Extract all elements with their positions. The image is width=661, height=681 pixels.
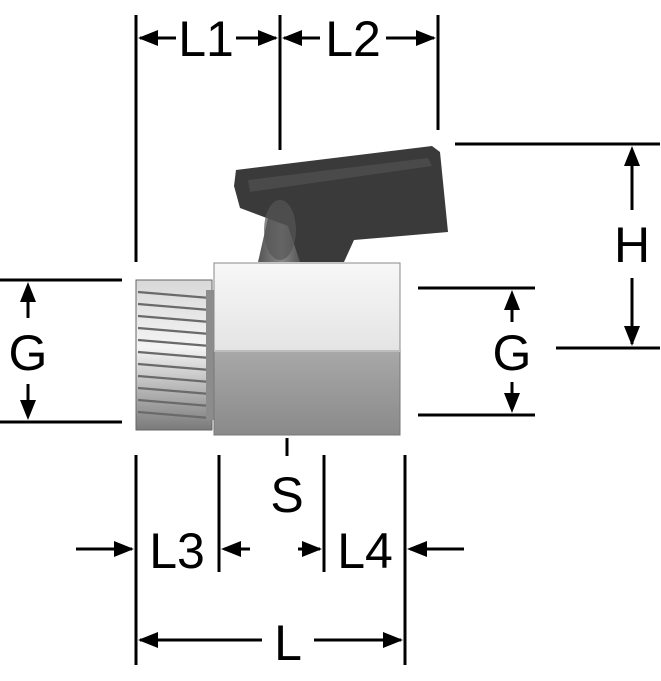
valve-body (135, 146, 448, 436)
hex-body (213, 262, 401, 436)
dimension-labels: L1 L2 H G G S L3 L4 L (9, 11, 651, 671)
label-h: H (614, 217, 650, 273)
dimension-lines (0, 15, 660, 665)
male-thread (135, 279, 216, 431)
label-l: L (274, 615, 302, 671)
valve-handle (234, 146, 448, 262)
label-l3: L3 (149, 523, 205, 579)
label-l4: L4 (337, 523, 393, 579)
label-l1: L1 (178, 11, 234, 67)
label-g-left: G (9, 325, 48, 381)
label-l2: L2 (325, 11, 381, 67)
label-s: S (270, 467, 303, 523)
label-g-right: G (493, 325, 532, 381)
